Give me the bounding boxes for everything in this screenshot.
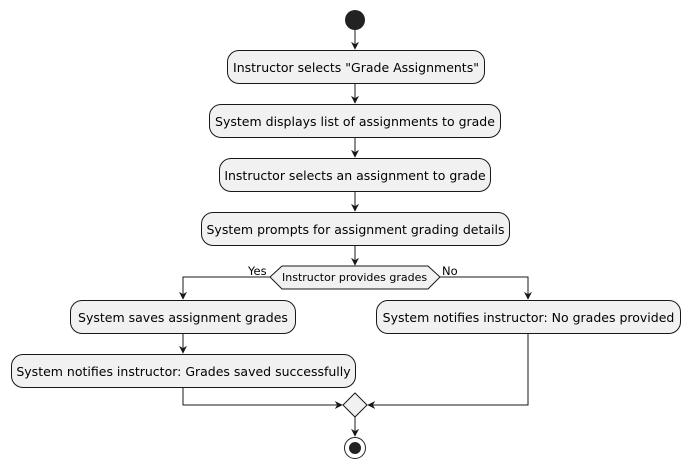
step-select-grade-assignments: Instructor selects "Grade Assignments" [227, 50, 485, 84]
edge-yes2-to-merge [182, 388, 343, 409]
step-notify-no-grades: System notifies instructor: No grades pr… [376, 300, 681, 334]
end-node-inner [349, 442, 361, 454]
step-save-grades: System saves assignment grades [70, 300, 296, 334]
no-label: No [442, 264, 458, 278]
decision-question: Instructor provides grades [282, 271, 428, 284]
start-node [345, 10, 365, 30]
yes-label: Yes [248, 264, 267, 278]
step-notify-saved: System notifies instructor: Grades saved… [11, 354, 356, 388]
edge-decision-yes [179, 276, 270, 300]
edge-no1-to-merge [367, 334, 529, 409]
edge-decision-no [440, 276, 532, 300]
merge-diamond [342, 392, 368, 418]
step-display-assignment-list: System displays list of assignments to g… [209, 104, 501, 138]
step-prompt-grading-details: System prompts for assignment grading de… [201, 212, 510, 246]
step-select-assignment: Instructor selects an assignment to grad… [219, 158, 491, 192]
